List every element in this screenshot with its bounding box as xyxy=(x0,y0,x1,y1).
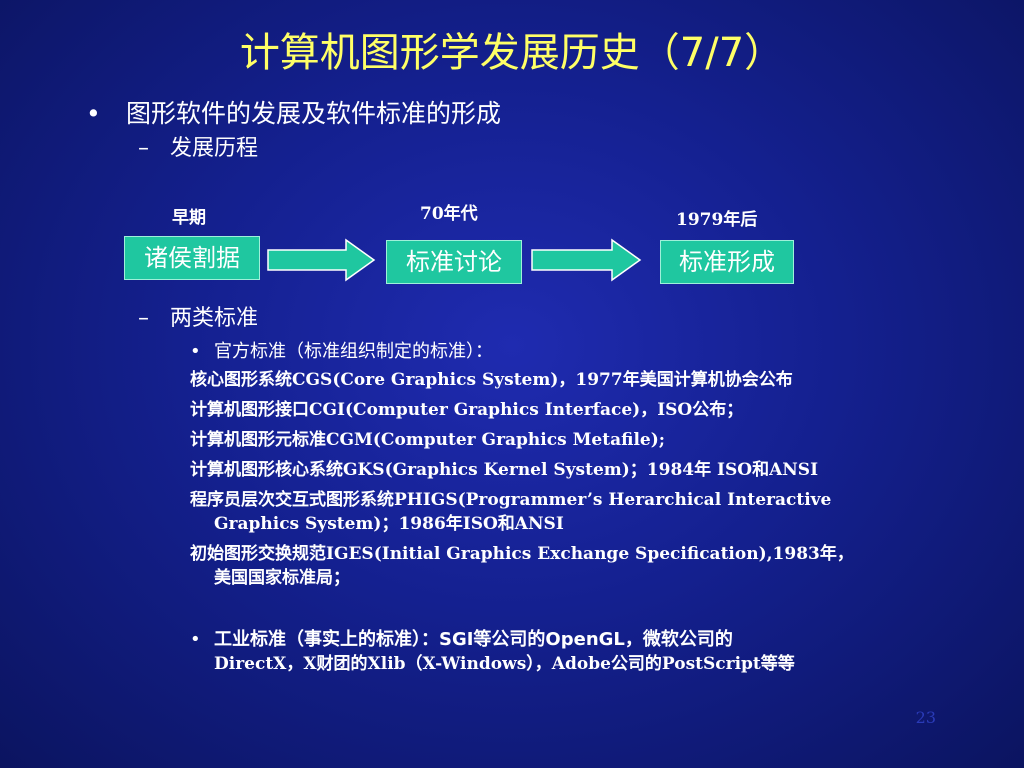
industry-standards-line1: 工业标准（事实上的标准）：SGI等公司的OpenGL，微软公司的 xyxy=(214,629,733,650)
main-bullet: • 图形软件的发展及软件标准的形成 xyxy=(86,98,501,130)
bullet-dot: • xyxy=(190,629,201,650)
standard-item-iges-cont: 美国国家标准局； xyxy=(214,568,350,588)
arrow-right-icon xyxy=(267,238,376,282)
official-standards-list: 核心图形系统CGS(Core Graphics System)，1977年美国计… xyxy=(190,368,950,590)
standard-item-cgm: 计算机图形元标准CGM(Computer Graphics Metafile); xyxy=(190,430,666,450)
sub-bullet-history: –发展历程 xyxy=(138,134,258,164)
timeline-label-early: 早期 xyxy=(172,208,206,228)
dash-marker: – xyxy=(138,306,149,331)
standard-item-cgi: 计算机图形接口CGI(Computer Graphics Interface)，… xyxy=(190,400,744,420)
standard-item-gks: 计算机图形核心系统GKS(Graphics Kernel System)；198… xyxy=(190,460,819,480)
stage-box-discussion: 标准讨论 xyxy=(386,240,522,284)
main-bullet-text: 图形软件的发展及软件标准的形成 xyxy=(126,99,502,128)
timeline-label-70s: 70年代 xyxy=(420,204,478,224)
stage-box-early: 诸侯割据 xyxy=(124,236,260,280)
standard-item-iges: 初始图形交换规范IGES(Initial Graphics Exchange S… xyxy=(190,544,854,564)
official-standards-heading: • 官方标准（标准组织制定的标准）： xyxy=(190,340,493,364)
stage-box-formation: 标准形成 xyxy=(660,240,794,284)
standard-item-phigs-cont: Graphics System)；1986年ISO和ANSI xyxy=(214,514,564,534)
standard-item-phigs: 程序员层次交互式图形系统PHIGS(Programmer’s Herarchic… xyxy=(190,490,832,510)
industry-standards: • 工业标准（事实上的标准）：SGI等公司的OpenGL，微软公司的 Direct… xyxy=(190,628,950,676)
bullet-dot: • xyxy=(190,341,201,362)
timeline-label-1979: 1979年后 xyxy=(676,210,758,230)
industry-standards-line2: DirectX，X财团的Xlib（X-Windows），Adobe公司的Post… xyxy=(214,654,795,674)
official-standards-heading-text: 官方标准（标准组织制定的标准）： xyxy=(214,341,493,362)
page-number: 23 xyxy=(915,708,936,727)
dash-marker: – xyxy=(138,136,149,161)
slide-title: 计算机图形学发展历史（7/7） xyxy=(239,30,785,76)
sub-bullet-history-text: 发展历程 xyxy=(170,136,259,161)
sub-bullet-two-standards-text: 两类标准 xyxy=(170,306,259,331)
sub-bullet-two-standards: –两类标准 xyxy=(138,304,258,334)
standard-item-cgs: 核心图形系统CGS(Core Graphics System)，1977年美国计… xyxy=(190,370,793,390)
arrow-right-icon xyxy=(531,238,642,282)
bullet-dot: • xyxy=(86,99,101,128)
